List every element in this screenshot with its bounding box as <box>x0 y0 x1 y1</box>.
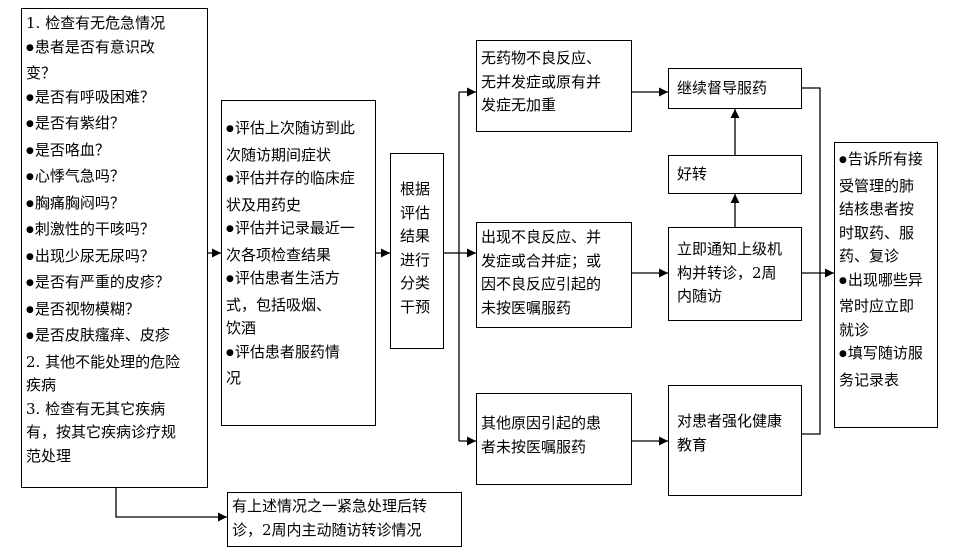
danger-check-box: 1. 检查有无危急情况 患者是否有意识改 变？ 是否有呼吸困难？ 是否有紫绀？ … <box>21 8 208 488</box>
assessment-item: 次随访期间症状 <box>226 145 332 164</box>
emergency-referral-line: 有上述情况之一紧急处理后转 <box>232 497 428 515</box>
classify-line: 进行 <box>400 250 431 269</box>
adverse-line: 因不良反应引起的 <box>481 275 602 293</box>
final-item: 填写随访服 <box>839 342 933 369</box>
danger-check-section-3: 3. 检查有无其它疾病 <box>26 399 166 418</box>
other-reason-line: 者未按医嘱服药 <box>481 437 587 456</box>
notify-line: 构并转诊，2周 <box>677 263 777 282</box>
danger-check-item: 变？ <box>26 64 57 82</box>
danger-check-section-3: 范处理 <box>26 446 72 465</box>
danger-check-item: 是否有呼吸困难？ <box>26 86 203 113</box>
assessment-item: 评估患者生活方 <box>226 267 371 294</box>
education-box: 对患者强化健康 教育 <box>668 385 802 496</box>
final-item: 务记录表 <box>839 370 900 389</box>
danger-check-item: 刺激性的干咳吗？ <box>26 218 203 245</box>
notify-line: 立即通知上级机 <box>677 240 783 258</box>
classify-line: 评估 <box>400 203 431 222</box>
notify-box: 立即通知上级机 构并转诊，2周 内随访 <box>668 227 802 321</box>
continue-box: 继续督导服药 <box>668 68 802 109</box>
danger-check-title: 1. 检查有无危急情况 <box>26 14 166 32</box>
assessment-item: 状及用药史 <box>226 195 302 214</box>
final-box: 告诉所有接 受管理的肺 结核患者按 时取药、服 药、复诊 出现哪些异 常时应立即… <box>834 142 938 428</box>
classify-line: 干预 <box>400 297 431 316</box>
danger-check-item: 是否视物模糊？ <box>26 298 203 325</box>
assessment-item: 评估并存的临床症 <box>226 167 371 194</box>
danger-check-item: 是否有严重的皮疹？ <box>26 271 203 298</box>
no-adverse-line: 无药物不良反应、 <box>481 49 602 67</box>
education-line: 教育 <box>677 435 708 454</box>
adverse-line: 未按医嘱服药 <box>481 298 572 317</box>
final-item: 出现哪些异 <box>839 269 933 296</box>
danger-check-item: 是否有紫绀？ <box>26 112 203 139</box>
assessment-item: 饮酒 <box>226 319 257 337</box>
assessment-item: 况 <box>226 369 242 387</box>
classify-line: 分类 <box>400 274 431 292</box>
assessment-item: 评估患者服药情 <box>226 341 371 368</box>
adverse-box: 出现不良反应、并 发症或合并症；或 因不良反应引起的 未按医嘱服药 <box>476 222 632 328</box>
danger-check-item: 出现少尿无尿吗？ <box>26 245 203 272</box>
adverse-line: 出现不良反应、并 <box>481 228 602 246</box>
final-item: 就诊 <box>839 320 870 339</box>
assessment-item: 次各项检查结果 <box>226 245 332 264</box>
notify-line: 内随访 <box>677 287 723 305</box>
final-item: 时取药、服 <box>839 223 915 242</box>
connector-continue-right <box>802 87 821 435</box>
no-adverse-line: 无并发症或原有并 <box>481 72 602 91</box>
other-reason-box: 其他原因引起的患 者未按医嘱服药 <box>476 393 632 485</box>
final-item: 告诉所有接 <box>839 148 933 175</box>
danger-check-item: 心悸气急吗？ <box>26 165 203 192</box>
danger-check-item: 患者是否有意识改 <box>26 36 203 63</box>
assessment-item: 评估并记录最近一 <box>226 217 371 244</box>
danger-check-item: 是否皮肤瘙痒、皮疹 <box>26 324 203 351</box>
final-item: 常时应立即 <box>839 297 915 315</box>
danger-check-section-2: 2. 其他不能处理的危险 <box>26 352 181 371</box>
assessment-box: 评估上次随访到此 次随访期间症状 评估并存的临床症 状及用药史 评估并记录最近一… <box>221 100 376 426</box>
assessment-item: 评估上次随访到此 <box>226 117 371 144</box>
arrow-danger-to-referral <box>115 487 227 522</box>
final-item: 药、复诊 <box>839 247 900 265</box>
danger-check-section-2: 疾病 <box>26 376 57 394</box>
other-reason-line: 其他原因引起的患 <box>481 414 602 432</box>
improved-box: 好转 <box>668 155 802 194</box>
danger-check-item: 胸痛胸闷吗？ <box>26 192 203 219</box>
no-adverse-box: 无药物不良反应、 无并发症或原有并 发症无加重 <box>476 40 632 132</box>
classify-line: 结果 <box>400 227 431 245</box>
classify-line: 根据 <box>400 180 431 198</box>
classify-box: 根据 评估 结果 进行 分类 干预 <box>390 153 444 349</box>
continue-line: 继续督导服药 <box>677 78 768 97</box>
no-adverse-line: 发症无加重 <box>481 96 557 114</box>
assessment-item: 式，包括吸烟、 <box>226 295 332 314</box>
danger-check-section-3: 有，按其它疾病诊疗规 <box>26 423 177 441</box>
emergency-referral-box: 有上述情况之一紧急处理后转 诊，2周内主动随访转诊情况 <box>227 492 462 547</box>
final-item: 受管理的肺 <box>839 176 915 195</box>
final-item: 结核患者按 <box>839 200 915 218</box>
education-line: 对患者强化健康 <box>677 412 783 430</box>
adverse-line: 发症或合并症；或 <box>481 251 602 270</box>
danger-check-item: 是否咯血？ <box>26 139 203 166</box>
emergency-referral-line: 诊，2周内主动随访转诊情况 <box>232 520 422 539</box>
improved-line: 好转 <box>677 164 708 183</box>
